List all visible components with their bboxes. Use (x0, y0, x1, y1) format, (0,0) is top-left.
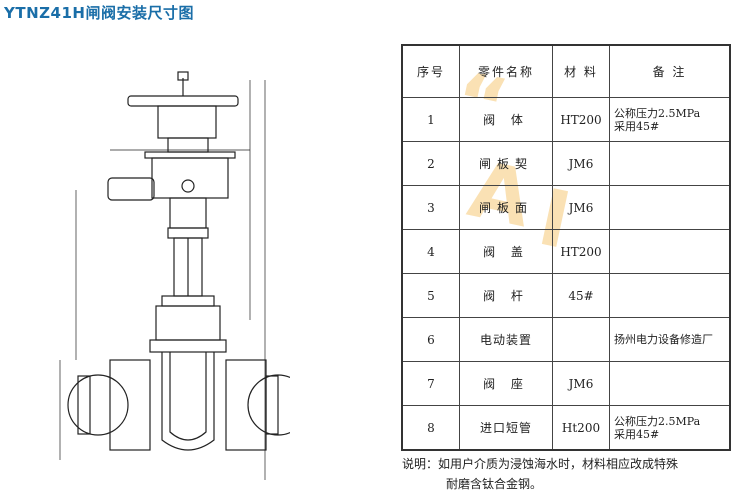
cell-note (609, 229, 731, 274)
valve-drawing (59, 71, 290, 480)
cell-name: 进口短管 (459, 405, 553, 451)
table-row: 5 阀 杆 45# (401, 273, 731, 318)
cell-material: HT200 (552, 229, 610, 274)
header-note: 备 注 (609, 44, 731, 98)
footnote: 说明：如用户介质为浸蚀海水时，材料相应改成特殊 耐磨含钛合金钢。 (402, 454, 736, 494)
cell-material: JM6 (552, 361, 610, 406)
cell-name: 阀 座 (459, 361, 553, 406)
header-material: 材 料 (552, 44, 610, 98)
cell-name: 阀 体 (459, 97, 553, 142)
footnote-line-2: 耐磨含钛合金钢。 (446, 477, 543, 491)
cell-name: 阀 杆 (459, 273, 553, 318)
cell-material: Ht200 (552, 405, 610, 451)
parts-table: 序号 零件名称 材 料 备 注 1 阀 体 HT200 公称压力2.5MPa 采… (401, 44, 731, 451)
table-row: 8 进口短管 Ht200 公称压力2.5MPa 采用45# (401, 405, 731, 451)
cell-note: 公称压力2.5MPa 采用45# (609, 405, 731, 451)
cell-name: 闸板契 (459, 141, 553, 186)
cell-note: 公称压力2.5MPa 采用45# (609, 97, 731, 142)
table-row: 7 阀 座 JM6 (401, 361, 731, 406)
cell-note (609, 273, 731, 318)
cell-no: 3 (401, 185, 460, 230)
cell-no: 2 (401, 141, 460, 186)
page-title: YTNZ41H闸阀安装尺寸图 (4, 4, 194, 22)
cell-no: 6 (401, 317, 460, 362)
cell-no: 1 (401, 97, 460, 142)
table-row: 3 闸板面 JM6 (401, 185, 731, 230)
table-row: 4 阀 盖 HT200 (401, 229, 731, 274)
table-row: 1 阀 体 HT200 公称压力2.5MPa 采用45# (401, 97, 731, 142)
cell-name: 电动装置 (459, 317, 553, 362)
footnote-line-1: 说明：如用户介质为浸蚀海水时，材料相应改成特殊 (402, 457, 679, 471)
table-row: 2 闸板契 JM6 (401, 141, 731, 186)
cell-material: JM6 (552, 185, 610, 230)
table-row: 6 电动装置 扬州电力设备修造厂 (401, 317, 731, 362)
cell-note (609, 361, 731, 406)
table-header-row: 序号 零件名称 材 料 备 注 (401, 44, 731, 98)
cell-note: 扬州电力设备修造厂 (609, 317, 731, 362)
cell-material: JM6 (552, 141, 610, 186)
cell-note (609, 141, 731, 186)
cell-material (552, 317, 610, 362)
cell-material: 45# (552, 273, 610, 318)
cell-no: 8 (401, 405, 460, 451)
cell-no: 4 (401, 229, 460, 274)
cell-name: 闸板面 (459, 185, 553, 230)
cell-no: 7 (401, 361, 460, 406)
cell-note (609, 185, 731, 230)
cell-no: 5 (401, 273, 460, 318)
cell-name: 阀 盖 (459, 229, 553, 274)
cell-material: HT200 (552, 97, 610, 142)
header-name: 零件名称 (459, 44, 553, 98)
header-no: 序号 (401, 44, 460, 98)
